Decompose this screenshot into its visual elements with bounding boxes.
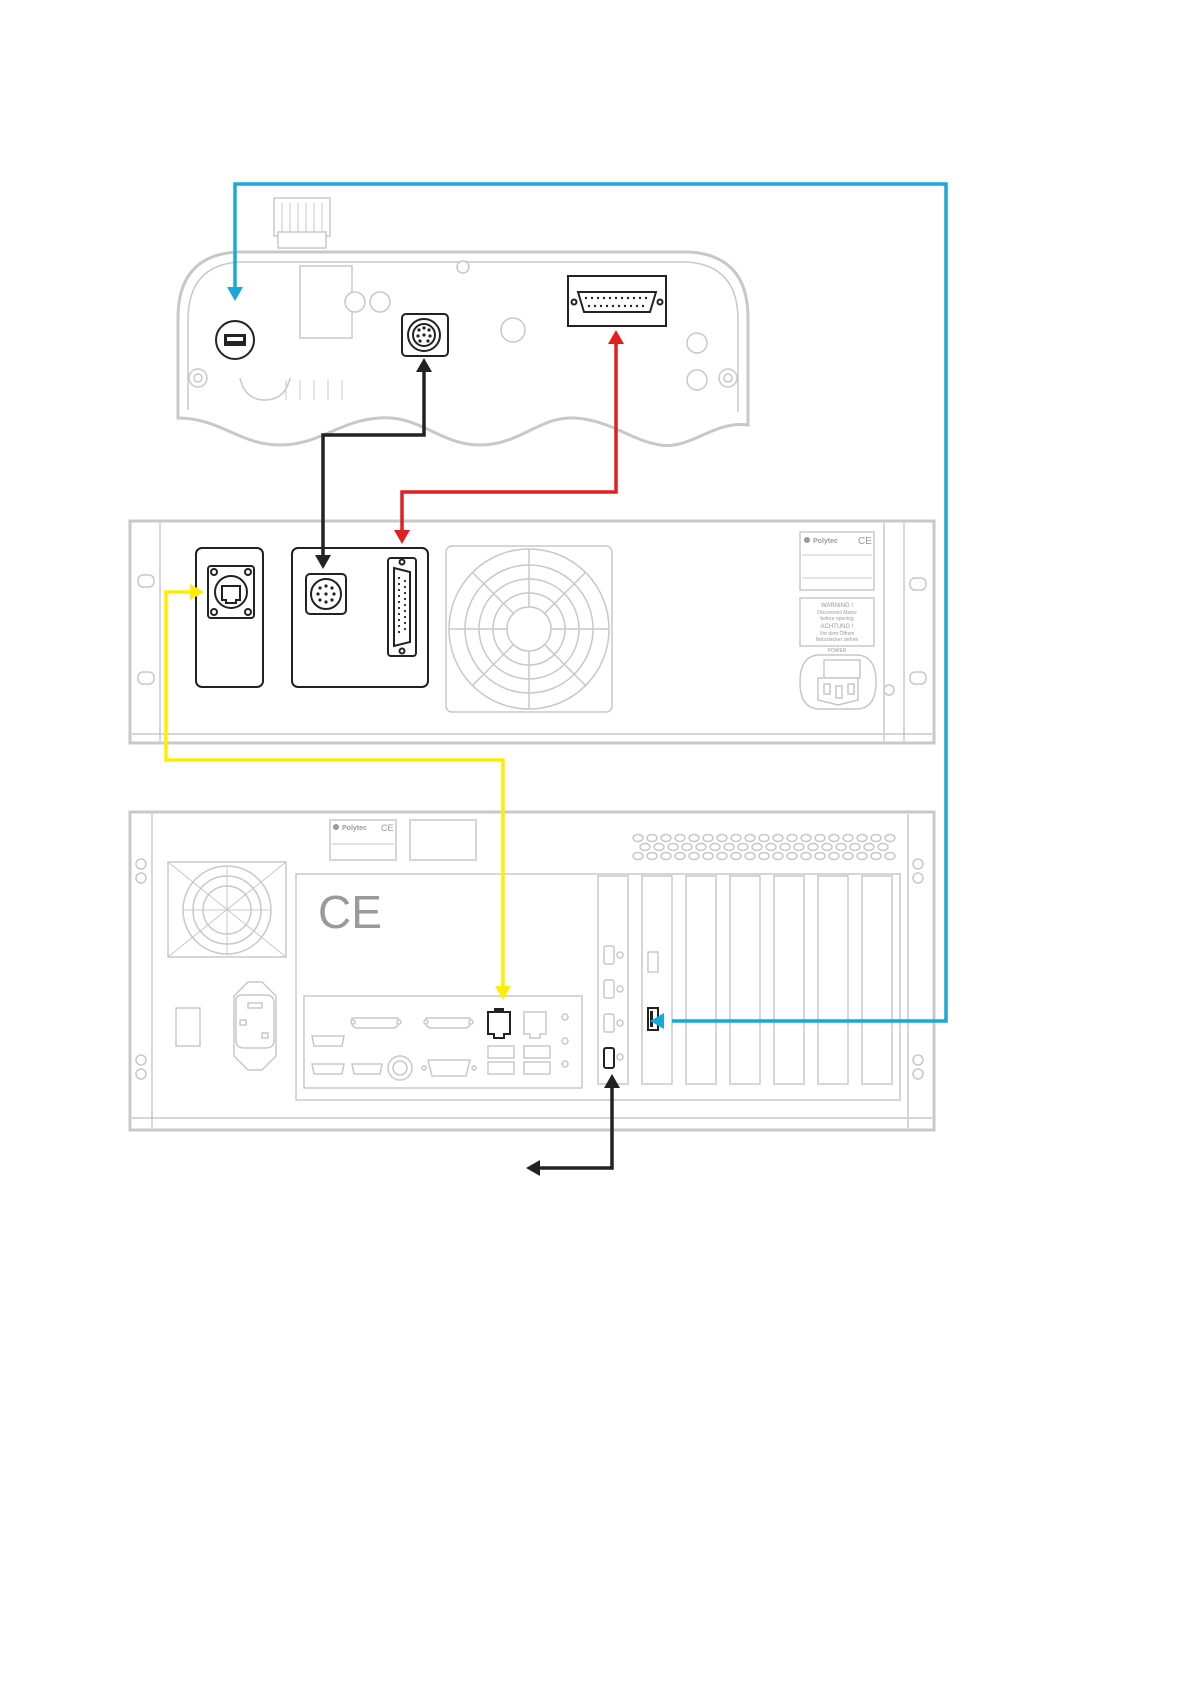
controller-circular-connector xyxy=(316,584,335,603)
warning-de-line1: Vor dem Öffnen xyxy=(820,630,855,637)
pc-iec-power-socket-icon xyxy=(234,982,276,1070)
sensor-d-sub-connector xyxy=(568,276,666,326)
pc-display-port-icon[interactable] xyxy=(604,1048,614,1068)
pc-device: Polytec CE xyxy=(130,812,934,1130)
pc-ps2-port-icon xyxy=(388,1056,412,1080)
sensor-head-device xyxy=(178,198,748,446)
controller-ce-mark: CE xyxy=(858,536,872,547)
warning-de-title: ACHTUNG ! xyxy=(821,624,854,630)
pc-rj45-port-icon[interactable] xyxy=(488,1008,510,1038)
focus-knob xyxy=(274,198,330,248)
warning-en-title: WARNING ! xyxy=(821,603,853,609)
controller-d-sub-connector xyxy=(388,558,416,656)
sensor-circular-connector xyxy=(402,314,448,356)
controller-rj45-port-icon xyxy=(222,586,240,603)
controller-ethernet-module xyxy=(196,548,263,687)
pc-io-shield xyxy=(304,996,582,1088)
power-label: POWER xyxy=(828,648,847,654)
controller-io-module xyxy=(292,548,428,687)
controller-fan-grill-icon xyxy=(446,546,612,712)
warning-de-line2: Netzstecker ziehen xyxy=(816,637,859,643)
pc-brand-label: Polytec xyxy=(342,825,367,832)
controller-brand-label: Polytec xyxy=(813,538,838,545)
pc-serial-port-1 xyxy=(351,1018,401,1028)
warning-en-line2: before opening xyxy=(820,616,854,622)
pc-serial-port-2 xyxy=(424,1018,473,1028)
pc-rj45-port-2-icon xyxy=(524,1012,546,1038)
display-link-arrow-left xyxy=(526,1160,540,1176)
controller-device: Polytec CE WARNING ! Disconnect Mains be… xyxy=(130,521,934,743)
pc-ce-mark-small: CE xyxy=(381,823,394,833)
sensor-usb-port xyxy=(216,321,254,359)
pc-fan-grill-icon xyxy=(168,862,286,957)
pc-expansion-slots xyxy=(598,876,892,1084)
pc-ce-mark-large: CE xyxy=(318,886,382,938)
